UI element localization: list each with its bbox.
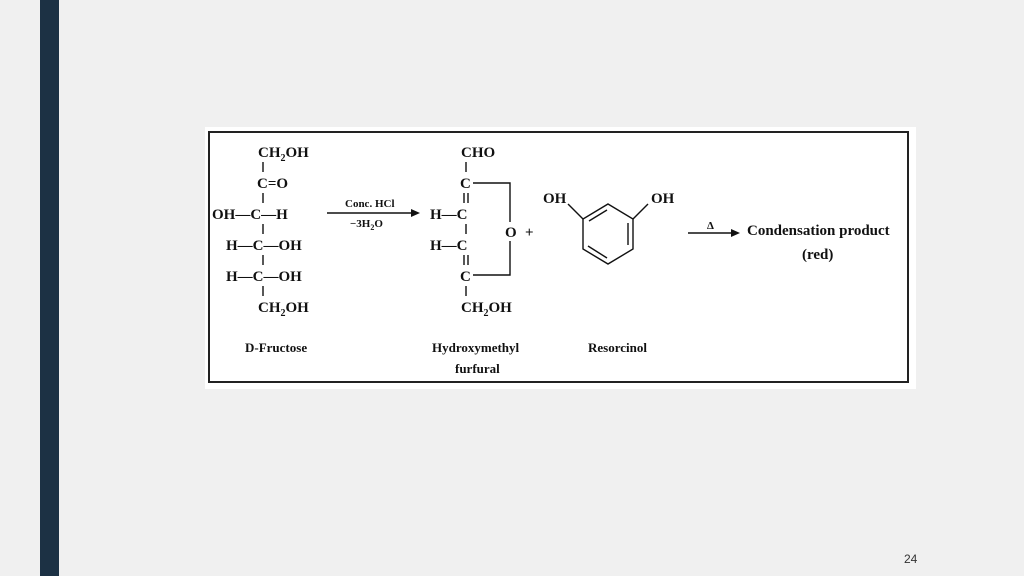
ring-double-bond	[587, 245, 608, 259]
hmf-ring-oxygen: O	[505, 225, 517, 241]
oh-bond-right	[632, 203, 649, 220]
resorcinol-structure: OH OH Resorcinol	[543, 191, 675, 355]
hmf-c1: C	[460, 176, 471, 192]
resorcinol-oh-left: OH	[543, 191, 567, 207]
arrow2-head	[731, 229, 740, 237]
resorcinol-label: Resorcinol	[588, 340, 647, 355]
hmf-c2: H—C	[430, 207, 468, 223]
ring-bond-bottom	[473, 241, 511, 276]
hmf-cho: CHO	[461, 145, 495, 161]
benzene-ring	[582, 203, 634, 265]
plus-sign: +	[525, 225, 534, 241]
arrow1-condition: −3H2O	[350, 218, 383, 232]
page-number: 24	[904, 552, 918, 566]
hmf-label-line2: furfural	[455, 361, 500, 376]
fructose-c4: H—C—OH	[226, 238, 302, 254]
fructose-label: D-Fructose	[245, 340, 307, 355]
ring-double-bond	[588, 209, 608, 222]
reaction-figure: CH2OH C=O OH—C—H H—C—OH H—C—OH CH2OH D-F…	[205, 127, 916, 389]
seliwanoff-reaction-diagram: CH2OH C=O OH—C—H H—C—OH H—C—OH CH2OH D-F…	[212, 145, 890, 376]
fructose-c6: CH2OH	[258, 300, 309, 319]
ring-bond-top	[473, 182, 511, 222]
hmf-c4: C	[460, 269, 471, 285]
conc-hcl-arrow: Conc. HCl −3H2O	[327, 198, 420, 232]
hmf-ch2oh: CH2OH	[461, 300, 512, 319]
fructose-c3: OH—C—H	[212, 207, 288, 223]
fructose-c5: H—C—OH	[226, 269, 302, 285]
hmf-label-line1: Hydroxymethyl	[432, 340, 520, 355]
product-name: Condensation product	[747, 223, 890, 239]
figure-frame: CH2OH C=O OH—C—H H—C—OH H—C—OH CH2OH D-F…	[208, 131, 909, 383]
hydroxymethyl-furfural-structure: CHO C H—C H—C C CH2OH O Hydroxymethyl fu…	[430, 145, 520, 376]
product-color: (red)	[802, 247, 833, 263]
side-accent-bar	[40, 0, 59, 576]
oh-bond-left	[567, 203, 584, 220]
arrow1-reagent: Conc. HCl	[345, 198, 395, 210]
arrow1-head	[411, 209, 420, 217]
d-fructose-structure: CH2OH C=O OH—C—H H—C—OH H—C—OH CH2OH D-F…	[212, 145, 309, 355]
heat-symbol: Δ	[707, 220, 714, 232]
resorcinol-oh-right: OH	[651, 191, 675, 207]
hmf-c3: H—C	[430, 238, 468, 254]
fructose-c2: C=O	[257, 176, 288, 192]
fructose-c1: CH2OH	[258, 145, 309, 164]
heat-arrow: Δ	[688, 220, 740, 237]
